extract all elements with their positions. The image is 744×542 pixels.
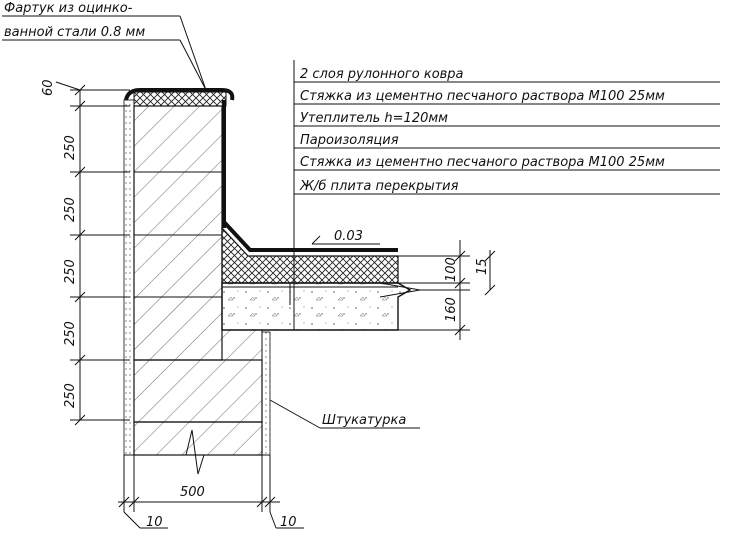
parapet-wall xyxy=(123,99,271,475)
layer-label-2: Стяжка из цементно песчаного раствора М1… xyxy=(300,89,665,104)
slab-support-infill xyxy=(221,329,263,361)
text-labels: Фартук из оцинко- ванной стали 0.8 мм 2 … xyxy=(4,1,665,428)
layer-label-4: Пароизоляция xyxy=(300,133,399,148)
apron-leader xyxy=(179,15,207,91)
plaster-dim-leader-left xyxy=(123,511,141,529)
dim-course-5: 250 xyxy=(63,383,78,408)
dim-plaster-right: 10 xyxy=(280,515,297,530)
layer-label-6: Ж/б плита перекрытия xyxy=(299,179,459,194)
metal-apron xyxy=(124,88,235,228)
layer-label-1: 2 слоя рулонного ковра xyxy=(300,67,464,82)
plaster-left xyxy=(123,99,135,456)
dim-plaster-left: 10 xyxy=(146,515,163,530)
apron-leader-2 xyxy=(179,39,207,91)
plaster-label: Штукатурка xyxy=(322,413,406,428)
plaster-right xyxy=(261,331,271,456)
leaders xyxy=(2,15,720,429)
dim-course-1: 250 xyxy=(63,135,78,160)
dim-slab: 160 xyxy=(444,297,459,322)
dim-course-3: 250 xyxy=(63,259,78,284)
tick xyxy=(118,496,276,508)
plaster-dim-leader-right xyxy=(269,511,277,529)
roof-layers xyxy=(221,220,421,331)
plaster-leader xyxy=(269,399,321,429)
layer-label-5: Стяжка из цементно песчаного раствора М1… xyxy=(300,155,665,170)
roofing-membrane xyxy=(222,220,398,252)
concrete-slab xyxy=(221,282,412,331)
slope-arrow xyxy=(311,235,328,245)
bottom-dimensions: 500 10 10 xyxy=(118,455,304,530)
tick xyxy=(454,250,496,336)
dim-top: 60 xyxy=(41,79,56,96)
apron-cap xyxy=(124,88,235,101)
insulation-layer xyxy=(221,226,399,284)
left-dimensions: 60 250 250 250 250 250 xyxy=(41,79,130,426)
dim-course-4: 250 xyxy=(63,321,78,346)
cap-mortar xyxy=(133,91,227,107)
dim-course-2: 250 xyxy=(63,197,78,222)
base-masonry xyxy=(133,421,263,456)
slope-label: 0.03 xyxy=(334,229,363,244)
lower-masonry xyxy=(133,359,263,423)
apron-label-2: ванной стали 0.8 мм xyxy=(4,25,145,40)
dim-screed: 15 xyxy=(475,258,490,275)
parapet-masonry xyxy=(133,105,223,361)
right-dimensions: 100 15 160 xyxy=(398,240,496,340)
dim-insulation: 100 xyxy=(444,257,459,282)
dim-wall: 500 xyxy=(180,485,205,500)
top-dim-leader xyxy=(55,81,81,91)
layer-label-3: Утеплитель h=120мм xyxy=(300,111,448,126)
break-line xyxy=(185,429,205,475)
apron-label-1: Фартук из оцинко- xyxy=(4,1,133,16)
